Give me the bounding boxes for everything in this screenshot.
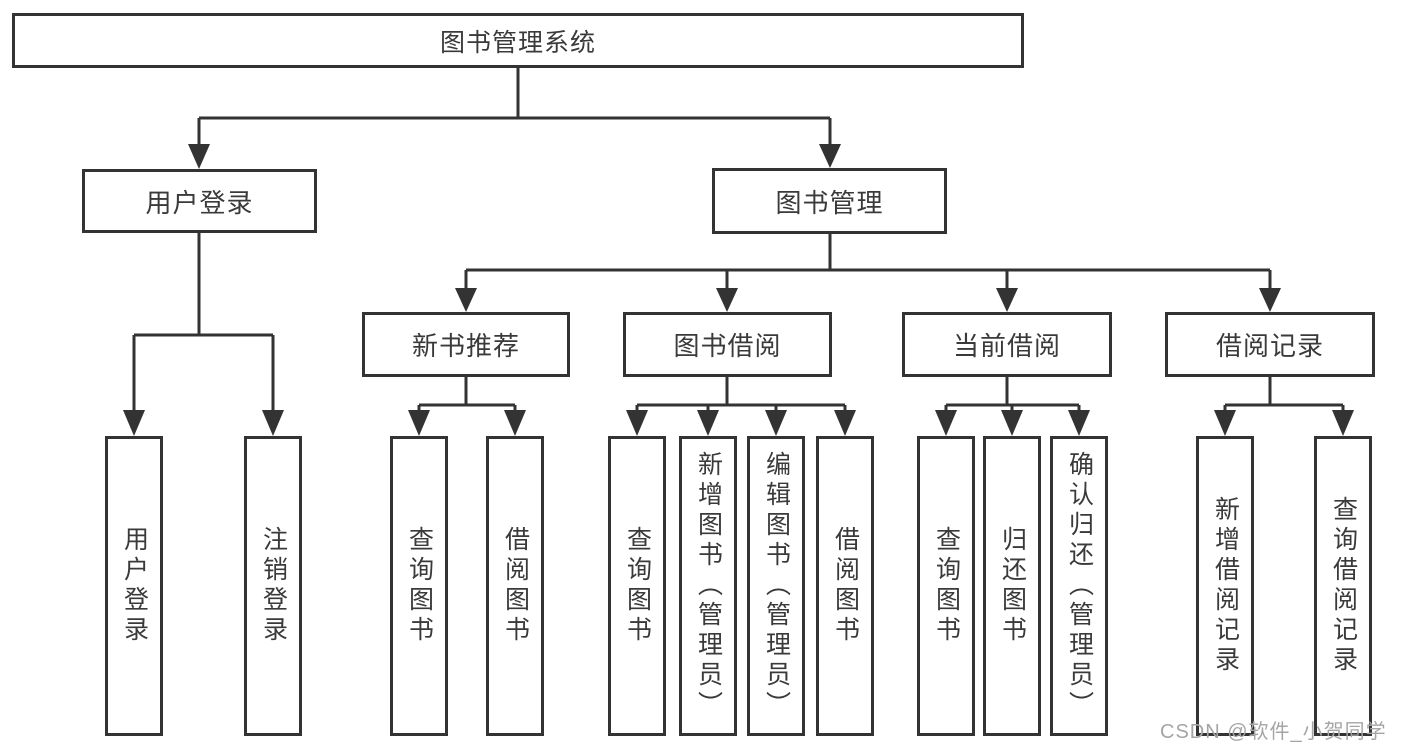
node-leaf-logout: 注销登录 [244,436,302,736]
node-label: 图书管理 [775,187,884,218]
node-label: 查询借阅记录 [1329,496,1358,676]
node-label: 图书管理系统 [439,28,596,57]
node-label: 用户登录 [145,187,254,218]
node-label: 新增借阅记录 [1211,496,1240,676]
node-root-system: 图书管理系统 [12,13,1024,68]
node-label: 借阅图书 [501,526,530,646]
node-label: 注销登录 [259,526,288,646]
node-label: 新增图书（管理员） [694,451,723,721]
node-leaf-query-borrow-record: 查询借阅记录 [1314,436,1372,736]
node-label: 当前借阅 [952,331,1061,361]
node-leaf-user-login: 用户登录 [105,436,163,736]
node-leaf-recommend-borrow-book: 借阅图书 [486,436,544,736]
node-leaf-add-borrow-record: 新增借阅记录 [1196,436,1254,736]
node-leaf-borrow-query-book: 查询图书 [608,436,666,736]
node-label: 新书推荐 [411,331,520,361]
node-new-book-recommend: 新书推荐 [362,312,570,377]
node-leaf-confirm-return-admin: 确认归还（管理员） [1050,436,1108,736]
node-leaf-add-book-admin: 新增图书（管理员） [679,436,737,736]
node-label: 借阅图书 [831,526,860,646]
node-label: 图书借阅 [673,331,782,361]
node-label: 归还图书 [998,526,1027,646]
node-leaf-borrow-book: 借阅图书 [816,436,874,736]
node-label: 确认归还（管理员） [1065,451,1094,721]
node-book-borrowing: 图书借阅 [623,312,832,377]
node-leaf-current-query-book: 查询图书 [917,436,975,736]
node-label: 编辑图书（管理员） [762,451,791,721]
node-leaf-edit-book-admin: 编辑图书（管理员） [747,436,805,736]
node-branch-book-management: 图书管理 [712,168,947,234]
node-label: 查询图书 [623,526,652,646]
node-leaf-return-book: 归还图书 [983,436,1041,736]
node-label: 借阅记录 [1215,331,1324,361]
node-label: 用户登录 [120,526,149,646]
node-current-borrowing: 当前借阅 [902,312,1112,377]
node-label: 查询图书 [932,526,961,646]
csdn-watermark: CSDN @软件_小贺同学 [1160,721,1387,743]
node-leaf-recommend-query-book: 查询图书 [390,436,448,736]
node-branch-user-login: 用户登录 [82,169,317,233]
node-label: 查询图书 [405,526,434,646]
node-borrow-records: 借阅记录 [1165,312,1375,377]
